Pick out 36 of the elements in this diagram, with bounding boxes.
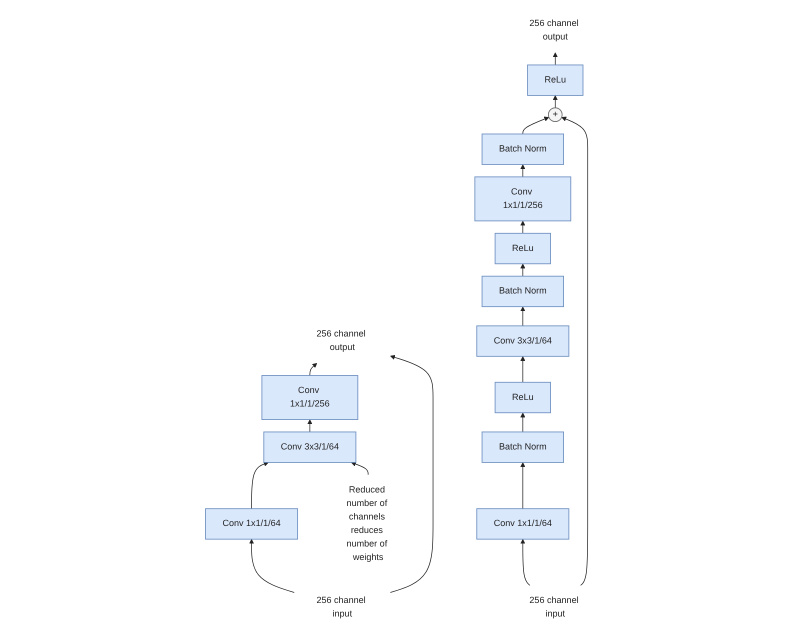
node-text: 256 channel input (529, 595, 578, 618)
arrow (520, 263, 525, 276)
node-box: Batch Norm (481, 275, 564, 307)
arrow (520, 220, 525, 234)
node-circle: + (548, 106, 562, 122)
arrow (520, 538, 530, 586)
arrow (390, 354, 434, 592)
node-box: Conv 1x1/1/64 (476, 508, 569, 540)
arrow (350, 461, 368, 475)
arrow (248, 538, 294, 592)
node-box: ReLu (526, 64, 584, 96)
arrow (520, 164, 525, 177)
arrow (522, 116, 549, 134)
node-box: Conv 1x1/1/256 (261, 374, 358, 420)
arrow (552, 94, 558, 108)
arrow (520, 306, 525, 326)
arrow (520, 462, 525, 509)
node-box: Conv 1x1/1/256 (474, 176, 571, 221)
node-box: Conv 1x1/1/64 (204, 508, 298, 540)
node-text: 256 channel output (529, 18, 578, 42)
node-text: Reduced number of channels reduces number of weights (346, 484, 387, 562)
node-text: 256 channel output (316, 328, 366, 352)
node-box: ReLu (494, 381, 551, 413)
node-box: Conv 3x3/1/64 (476, 324, 569, 356)
node-box: ReLu (494, 232, 551, 264)
arrow (520, 356, 525, 382)
node-box: Batch Norm (481, 431, 564, 462)
arrow (552, 52, 558, 65)
arrow (561, 116, 588, 586)
node-box: Conv 3x3/1/64 (263, 431, 356, 462)
arrow (520, 412, 525, 432)
arrow (250, 461, 268, 509)
arrow (309, 362, 317, 376)
node-box: Batch Norm (481, 133, 564, 164)
node-text: 256 channel input (316, 595, 366, 618)
arrow (307, 418, 312, 432)
